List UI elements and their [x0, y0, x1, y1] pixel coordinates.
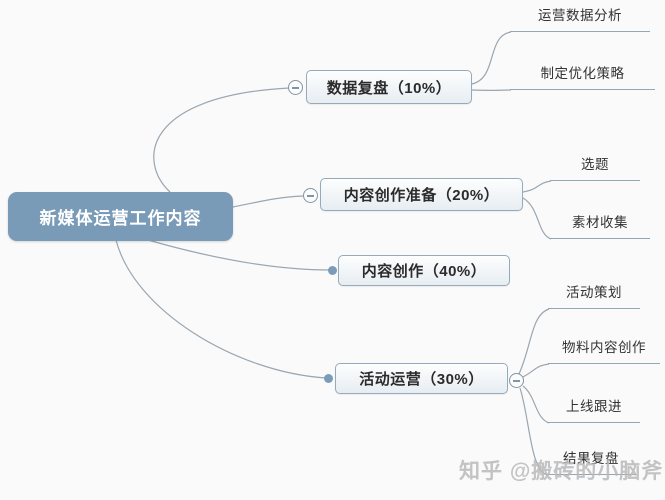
collapse-toggle-branch-2[interactable]	[303, 188, 318, 203]
minus-icon	[307, 194, 314, 197]
branch-node-activity-operation[interactable]: 活动运营（30%）	[335, 363, 508, 394]
minus-icon	[292, 86, 299, 89]
connector-root-to-branch-4	[115, 239, 327, 379]
connector-dot	[324, 374, 333, 383]
connector-dot	[328, 266, 337, 275]
leaf-node-topic-selection[interactable]: 选题	[550, 155, 640, 181]
connector-branch2-to-leaf-1	[522, 180, 552, 193]
zhihu-watermark: 知乎 @搬砖的小脑斧	[459, 460, 664, 483]
branch-node-content-creation[interactable]: 内容创作（40%）	[338, 255, 510, 286]
leaf-node-operation-data-analysis[interactable]: 运营数据分析	[510, 6, 650, 32]
leaf-node-launch-follow-up[interactable]: 上线跟进	[548, 397, 640, 423]
connector-branch4-to-leaf-3	[522, 385, 550, 424]
connector-branch4-to-leaf-1	[518, 308, 550, 375]
leaf-node-material-content-creation[interactable]: 物料内容创作	[548, 338, 660, 364]
leaf-node-result-review[interactable]: 结果复盘	[546, 449, 636, 475]
branch-node-data-review[interactable]: 数据复盘（10%）	[306, 70, 472, 104]
connector-root-to-branch-1	[153, 87, 290, 193]
root-node[interactable]: 新媒体运营工作内容	[8, 192, 233, 241]
connector-branch2-to-leaf-2	[522, 197, 552, 240]
connector-branch4-to-leaf-2	[522, 363, 550, 378]
minus-icon	[513, 379, 520, 382]
connector-branch1-to-leaf-1	[471, 31, 512, 85]
collapse-toggle-branch-4[interactable]	[509, 373, 524, 388]
branch-node-content-preparation[interactable]: 内容创作准备（20%）	[320, 178, 523, 211]
leaf-node-optimization-strategy[interactable]: 制定优化策略	[510, 64, 655, 90]
connector-root-to-branch-3	[147, 239, 331, 271]
collapse-toggle-branch-1[interactable]	[288, 80, 303, 95]
connector-root-to-branch-2	[232, 195, 304, 208]
leaf-node-activity-planning[interactable]: 活动策划	[548, 283, 640, 309]
leaf-node-material-collection[interactable]: 素材收集	[550, 213, 650, 239]
